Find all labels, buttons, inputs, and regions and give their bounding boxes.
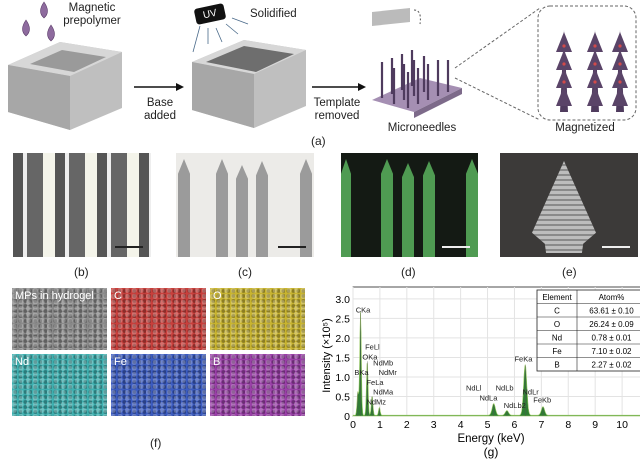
- panel-a-label: (a): [311, 134, 326, 148]
- arrow2-line1: Template: [313, 97, 361, 109]
- peak-annotation: NdMz: [366, 397, 386, 406]
- prepolymer-drops-icon: [22, 1, 55, 42]
- optical-image-c: [176, 153, 314, 257]
- map-b: B: [210, 354, 305, 416]
- table-cell-element: Fe: [552, 347, 562, 356]
- map-label: C: [114, 290, 122, 302]
- x-tick-label: 9: [592, 419, 598, 431]
- map-fe: Fe: [111, 354, 206, 416]
- panel-e-label: (e): [562, 265, 577, 279]
- scale-bar: [115, 246, 143, 248]
- y-tick-label: 2.0: [335, 333, 350, 345]
- x-tick-label: 2: [404, 419, 410, 431]
- table-cell-atom: 26.24 ± 0.09: [589, 320, 634, 329]
- table-cell-element: Nd: [552, 334, 562, 343]
- peak-annotation: NdLl: [466, 384, 482, 393]
- step1-line1: Magnetic: [68, 2, 116, 14]
- fluorescence-image-d: [341, 153, 478, 257]
- map-hydrogel: MPs in hydrogel: [12, 288, 107, 350]
- map-o: O: [210, 288, 305, 350]
- arrow1-line2: added: [144, 110, 176, 122]
- microneedle-array: [372, 50, 462, 118]
- solidified-label: Solidified: [250, 8, 297, 20]
- map-label: MPs in hydrogel: [15, 290, 94, 302]
- x-tick-label: 0: [350, 419, 356, 431]
- mold-solidified: [192, 40, 306, 128]
- step1-line2: prepolymer: [63, 15, 121, 27]
- spectrum-series: [352, 311, 640, 417]
- x-axis-label: Energy (keV): [457, 433, 524, 445]
- magnified-inset: [537, 5, 637, 121]
- map-c: C: [111, 288, 206, 350]
- peak-annotation: NdMr: [379, 368, 398, 377]
- y-tick-label: 0.5: [335, 391, 350, 403]
- y-tick-label: 3.0: [335, 294, 350, 306]
- peak-annotation: FeLl: [365, 343, 380, 352]
- table-header: Atom%: [599, 293, 625, 302]
- microneedles-label: Microneedles: [387, 122, 457, 134]
- map-label: B: [213, 356, 221, 368]
- x-tick-label: 10: [616, 419, 628, 431]
- table-cell-atom: 2.27 ± 0.02: [592, 361, 633, 370]
- peak-annotation: NdMa: [373, 388, 394, 397]
- peak-annotation: NdLr: [523, 388, 540, 397]
- magnetized-label: Magnetized: [555, 122, 615, 134]
- panel-f-label: (f): [150, 436, 162, 450]
- fabrication-schematic: [8, 1, 637, 130]
- scale-bar: [278, 246, 306, 248]
- y-axis-label: Intensity (×10⁵): [321, 318, 333, 393]
- x-tick-label: 4: [458, 419, 464, 431]
- table-cell-atom: 7.10 ± 0.02: [592, 347, 633, 356]
- eds-spectrum-chart: 0 1 2 3 4 5 6 7 8 9 10 0 0.5 1.0 1.5 2.0 2.5 3.0CKaFeLlOK…: [321, 286, 640, 459]
- peak-annotation: NdLb: [496, 384, 514, 393]
- panel-g-label: (g): [484, 445, 499, 459]
- table-cell-element: C: [554, 307, 560, 316]
- x-tick-label: 6: [512, 419, 518, 431]
- peak-annotation: NdMb: [373, 358, 393, 367]
- peak-annotation: FeKa: [514, 354, 533, 363]
- peak-annotation: NdLa: [479, 393, 498, 402]
- x-tick-label: 1: [377, 419, 383, 431]
- optical-image-b: [13, 153, 151, 257]
- peak-annotation: FeLa: [366, 378, 384, 387]
- peak-annotation: CKa: [356, 306, 371, 315]
- scale-bar: [442, 246, 470, 248]
- panel-b-label: (b): [74, 265, 89, 279]
- arrow1-line1: Base: [146, 97, 174, 109]
- y-tick-label: 0: [344, 411, 350, 423]
- magnetized-needles: [556, 30, 628, 112]
- eds-maps: MPs in hydrogel C O Nd Fe B: [12, 288, 305, 418]
- map-label: Fe: [114, 356, 127, 368]
- y-tick-label: 1.0: [335, 372, 350, 384]
- x-tick-label: 3: [431, 419, 437, 431]
- panel-d-label: (d): [401, 265, 416, 279]
- y-tick-label: 1.5: [335, 352, 350, 364]
- table-cell-atom: 63.61 ± 0.10: [589, 307, 634, 316]
- table-cell-element: O: [554, 320, 560, 329]
- map-label: O: [213, 290, 222, 302]
- map-nd: Nd: [12, 354, 107, 416]
- table-cell-atom: 0.78 ± 0.01: [592, 334, 633, 343]
- y-tick-label: 2.5: [335, 313, 350, 325]
- map-label: Nd: [15, 356, 30, 368]
- table-cell-element: B: [554, 361, 559, 370]
- peak-annotation: OKa: [362, 352, 378, 361]
- peak-annotation: NdLb2: [504, 401, 526, 410]
- table-header: Element: [542, 293, 572, 302]
- peak-annotation: BKa: [354, 368, 369, 377]
- x-tick-label: 8: [565, 419, 571, 431]
- scale-bar: [602, 246, 630, 248]
- arrow2-line2: removed: [314, 110, 360, 122]
- peak-annotation: FeKb: [533, 395, 551, 404]
- x-tick-label: 7: [538, 419, 544, 431]
- sem-image-e: [500, 153, 638, 257]
- mold-with-prepolymer: [8, 42, 122, 130]
- x-tick-label: 5: [485, 419, 491, 431]
- panel-c-label: (c): [238, 265, 252, 279]
